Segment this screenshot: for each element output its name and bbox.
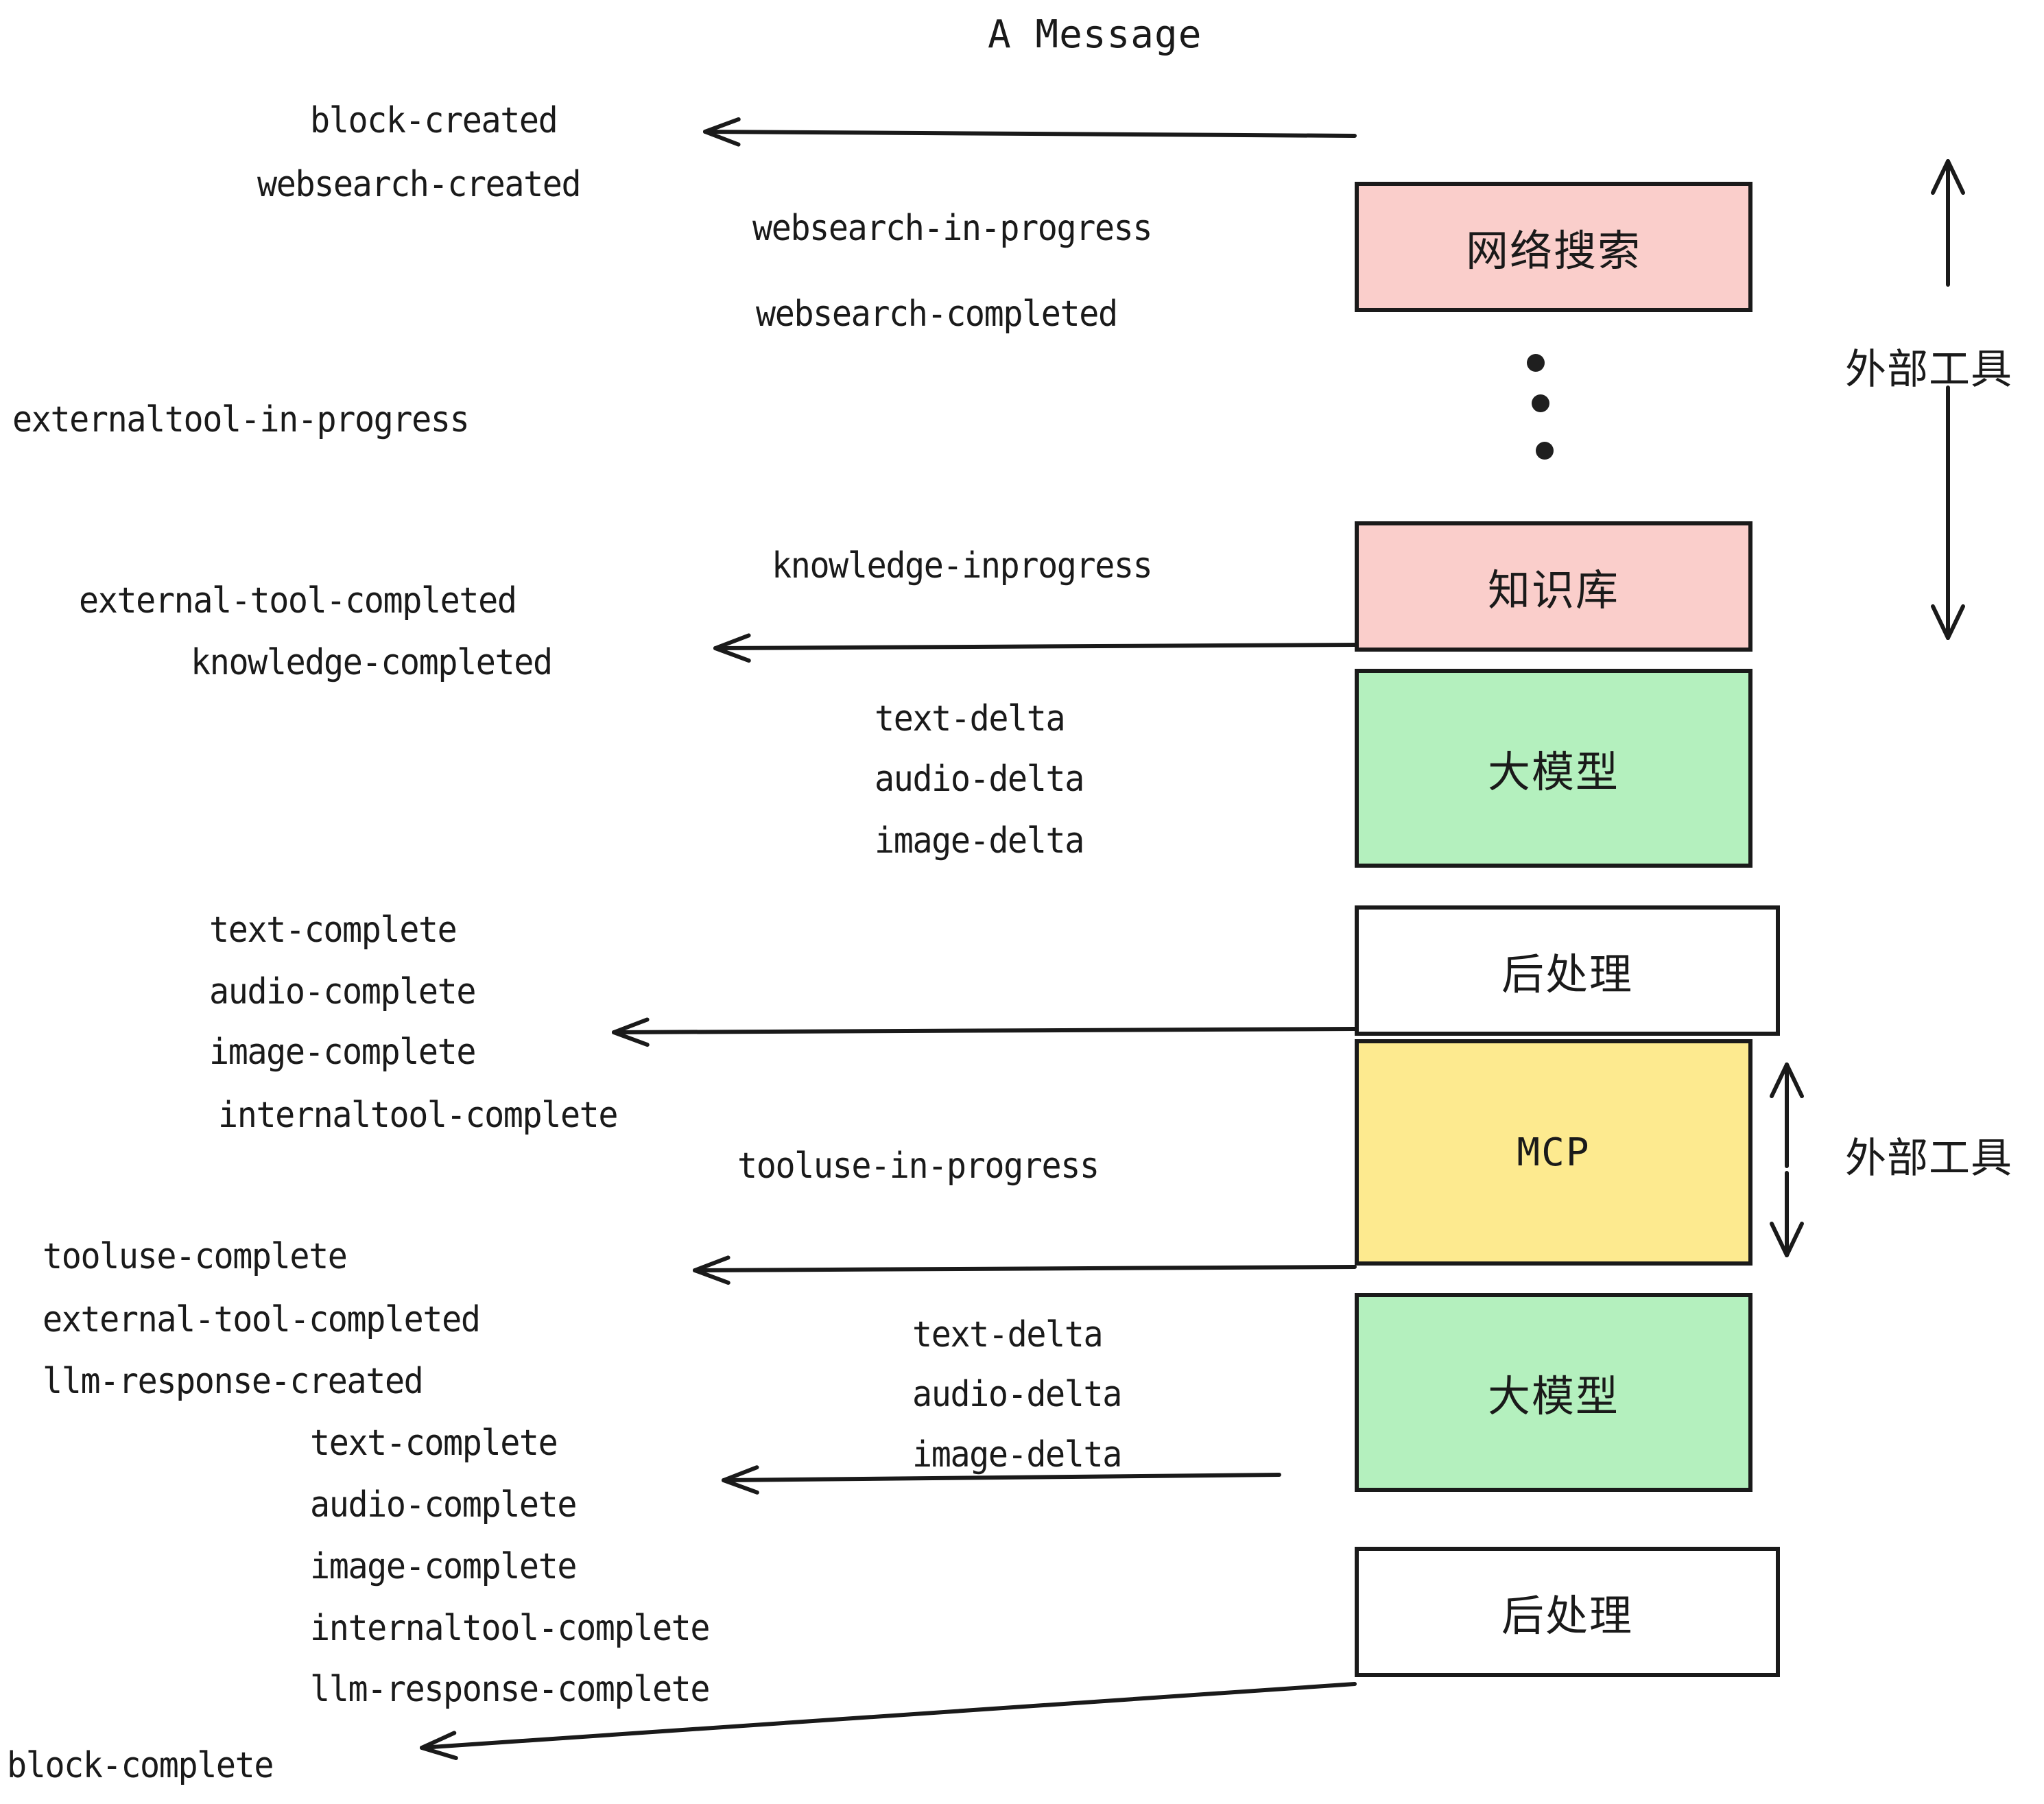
node-postprocess-bottom: 后处理: [1355, 1547, 1780, 1677]
event-label-image-complete-2: image-complete: [310, 1546, 577, 1587]
scope-label-external-tool-top: 外部工具: [1845, 346, 2012, 394]
event-label-audio-delta-2: audio-delta: [912, 1374, 1122, 1415]
event-label-internaltool-complete-1: internaltool-complete: [218, 1095, 619, 1136]
event-label-audio-complete-2: audio-complete: [310, 1484, 577, 1526]
event-label-externaltool-in-progress: externaltool-in-progress: [12, 399, 470, 440]
page-title: A Message: [988, 12, 1202, 57]
event-label-tooluse-in-progress: tooluse-in-progress: [737, 1146, 1100, 1187]
node-label: 后处理: [1501, 949, 1633, 999]
ellipsis-dot-2: [1532, 394, 1549, 412]
event-label-image-delta-1: image-delta: [875, 820, 1084, 862]
event-label-audio-delta-1: audio-delta: [875, 759, 1084, 800]
event-label-external-tool-completed-2: external-tool-completed: [43, 1299, 481, 1340]
event-label-text-delta-2: text-delta: [912, 1314, 1104, 1355]
event-label-knowledge-inprogress: knowledge-inprogress: [772, 545, 1153, 586]
event-label-block-complete: block-complete: [7, 1745, 274, 1786]
event-label-image-complete-1: image-complete: [209, 1032, 476, 1073]
node-label: 后处理: [1501, 1591, 1633, 1641]
scope-external-tool-top-up: [1931, 159, 1965, 287]
node-websearch: 网络搜索: [1355, 182, 1752, 312]
scope-external-tool-top-down: [1931, 385, 1965, 640]
event-label-text-complete-1: text-complete: [209, 910, 457, 951]
event-label-block-created: block-created: [310, 100, 558, 141]
event-label-llm-response-complete: llm-response-complete: [310, 1669, 711, 1710]
event-label-image-delta-2: image-delta: [912, 1434, 1122, 1475]
event-label-websearch-created: websearch-created: [257, 164, 582, 205]
scope-external-tool-bottom-down: [1770, 1171, 1804, 1257]
event-label-websearch-in-progress: websearch-in-progress: [752, 208, 1153, 249]
node-label: 网络搜索: [1465, 226, 1641, 276]
event-label-websearch-completed: websearch-completed: [756, 294, 1118, 335]
node-llm-bottom: 大模型: [1355, 1293, 1752, 1492]
node-label: MCP: [1517, 1130, 1591, 1175]
scope-label-external-tool-bottom: 外部工具: [1845, 1135, 2012, 1183]
ellipsis-dot-3: [1536, 442, 1554, 460]
ellipsis-dot-1: [1527, 354, 1545, 372]
node-label: 大模型: [1487, 1371, 1619, 1421]
node-postprocess-top: 后处理: [1355, 905, 1780, 1036]
arrow-audio-complete: [722, 1465, 1281, 1495]
event-label-text-complete-2: text-complete: [310, 1423, 558, 1464]
event-label-llm-response-created: llm-response-created: [43, 1361, 424, 1402]
node-label: 知识库: [1487, 565, 1619, 615]
node-llm-top: 大模型: [1355, 669, 1752, 868]
arrow-knowledge-done: [713, 633, 1357, 663]
arrow-block-complete: [420, 1682, 1357, 1760]
event-label-tooluse-complete: tooluse-complete: [43, 1236, 348, 1277]
arrow-image-complete: [612, 1017, 1357, 1047]
node-knowledge: 知识库: [1355, 521, 1752, 652]
event-label-internaltool-complete-2: internaltool-complete: [310, 1608, 711, 1649]
event-label-text-delta-1: text-delta: [875, 698, 1066, 739]
event-label-knowledge-completed: knowledge-completed: [191, 642, 553, 683]
arrow-block-created: [703, 117, 1357, 147]
scope-external-tool-bottom-up: [1770, 1063, 1804, 1168]
arrow-tooluse-complete: [693, 1255, 1357, 1285]
node-label: 大模型: [1487, 747, 1619, 797]
event-label-audio-complete-1: audio-complete: [209, 971, 476, 1012]
event-label-external-tool-completed-1: external-tool-completed: [79, 580, 517, 621]
node-mcp: MCP: [1355, 1039, 1752, 1266]
